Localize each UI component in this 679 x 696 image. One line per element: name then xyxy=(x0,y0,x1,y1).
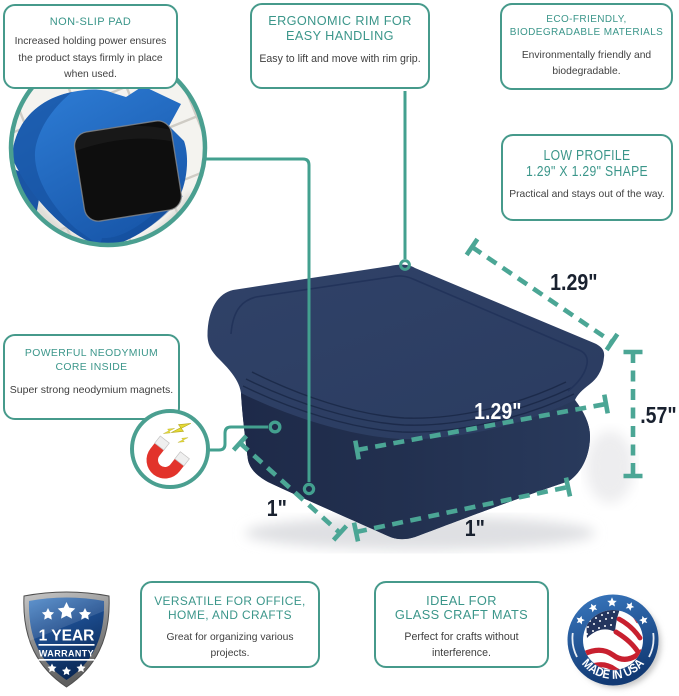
svg-text:1 YEAR: 1 YEAR xyxy=(39,628,95,645)
svg-text:WARRANTY: WARRANTY xyxy=(39,649,94,659)
